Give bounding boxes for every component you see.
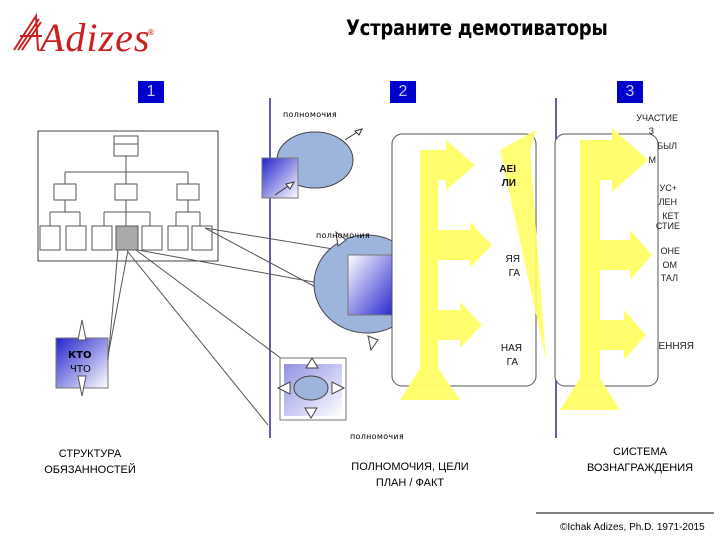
org-mid-box <box>176 183 200 201</box>
org-bottom-row <box>39 225 213 251</box>
goals-fragment: AEI <box>499 164 516 175</box>
section-1-caption: СТРУКТУРА ОБЯЗАННОСТЕЙ <box>30 446 150 478</box>
who-label: КТО <box>68 350 92 361</box>
goals-fragment: ЯЯ <box>505 254 520 265</box>
goals-fragment: НАЯ <box>500 343 522 354</box>
org-mid-box <box>114 183 138 201</box>
org-top-box <box>113 135 139 157</box>
logo-text: Adizes <box>40 15 151 60</box>
caption-line: СТРУКТУРА <box>58 448 122 460</box>
logo-mark-icon <box>13 12 42 51</box>
caption-line: СИСТЕМА <box>613 446 667 458</box>
rewards-fragment: ЛЕН <box>658 197 677 207</box>
section-2-caption: ПОЛНОМОЧИЯ, ЦЕЛИ ПЛАН / ФАКТ <box>330 459 490 491</box>
page-title: Устраните демотиваторы <box>346 16 608 40</box>
org-highlight-box <box>115 225 139 251</box>
rewards-fragment: ЕННЯЯ <box>658 341 694 352</box>
rewards-fragment: З <box>648 126 654 136</box>
rewards-fragment: ОМ <box>662 260 678 270</box>
authority-label-3: полномочия <box>350 432 405 441</box>
rewards-fragment: БЫЛ <box>657 141 677 151</box>
authority-label-2: полномочия <box>316 231 371 240</box>
goals-fragment: ГА <box>508 268 520 279</box>
rewards-fragment: СТИЕ <box>655 221 680 231</box>
caption-line: ВОЗНАГРАЖДЕНИЯ <box>586 462 694 474</box>
authority-ellipse-bottom <box>293 375 329 401</box>
rewards-fragment: ОНЕ <box>660 246 680 256</box>
section-number-2: 2 <box>390 81 416 103</box>
caption-line: ПЛАН / ФАКТ <box>375 477 445 489</box>
org-mid-box <box>53 183 77 201</box>
section-3-caption: СИСТЕМА ВОЗНАГРАЖДЕНИЯ <box>570 444 710 476</box>
caption-line: ПОЛНОМОЧИЯ, ЦЕЛИ <box>351 461 469 473</box>
goals-fragment: ГА <box>506 357 518 368</box>
authority-label-1: полномочия <box>283 110 338 119</box>
yellow-arrow-left <box>400 140 475 400</box>
what-label: ЧТО <box>70 364 91 375</box>
rewards-fragment: ТАЛ <box>660 273 678 283</box>
logo <box>8 10 168 60</box>
gradient-box-mid <box>347 254 393 316</box>
logo-registered: ® <box>147 28 155 37</box>
copyright: ©Ichak Adizes, Ph.D. 1971-2015 <box>560 522 705 533</box>
goals-fragment: ЛИ <box>501 178 516 189</box>
caption-line: ОБЯЗАННОСТЕЙ <box>44 464 136 476</box>
rewards-fragment: КЕТ <box>662 211 679 221</box>
rewards-fragment: М <box>648 155 657 165</box>
rewards-fragment: УЧАСТИЕ <box>636 113 678 123</box>
rewards-fragment: УС+ <box>659 183 677 193</box>
section-number-1: 1 <box>138 81 164 103</box>
section-number-3: 3 <box>617 81 643 103</box>
